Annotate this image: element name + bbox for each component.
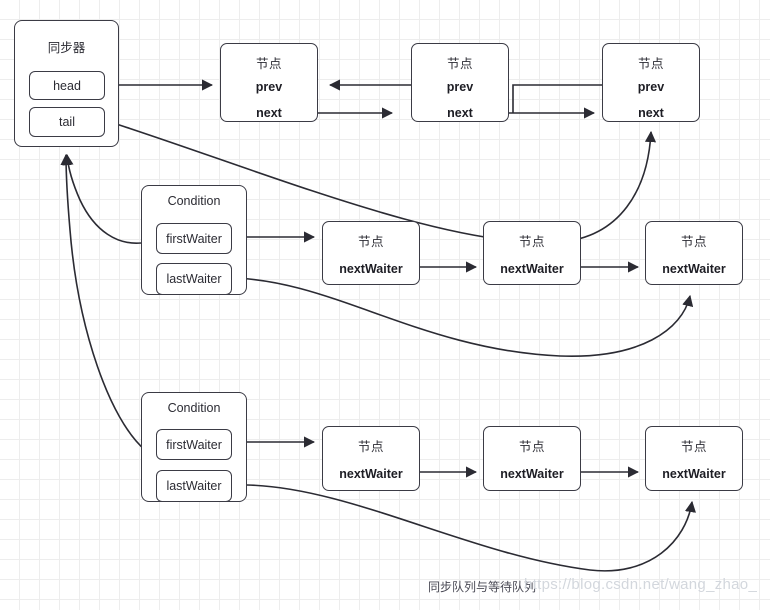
synchronizer-title: 同步器: [47, 41, 86, 55]
sync-node-1-prev: prev: [255, 80, 283, 94]
edge-cond1-to-synchronizer: [62, 153, 142, 244]
watermark-url: https://blog.csdn.net/wang_zhao_: [524, 576, 758, 593]
cond1-wait-node-3-nextwaiter: nextWaiter: [662, 262, 726, 276]
cond2-wait-node-2[interactable]: 节点 nextWaiter: [483, 426, 581, 491]
cond2-wait-node-1[interactable]: 节点 nextWaiter: [322, 426, 420, 491]
sync-node-2-title: 节点: [446, 57, 473, 71]
cond2-wait-node-3[interactable]: 节点 nextWaiter: [645, 426, 743, 491]
sync-node-1-next: next: [256, 106, 282, 120]
condition-1-field-firstwaiter[interactable]: firstWaiter: [156, 223, 232, 254]
synchronizer-field-head[interactable]: head: [29, 71, 105, 100]
cond2-wait-node-3-title: 节点: [680, 440, 707, 454]
cond1-wait-node-2-title: 节点: [518, 235, 545, 249]
sync-node-3-prev: prev: [637, 80, 665, 94]
diagram-caption: 同步队列与等待队列: [428, 580, 537, 594]
condition-1-title: Condition: [167, 194, 221, 208]
sync-node-1-title: 节点: [255, 57, 282, 71]
sync-node-1[interactable]: 节点 prev next: [220, 43, 318, 122]
cond2-wait-node-2-nextwaiter: nextWaiter: [500, 467, 564, 481]
cond1-wait-node-1[interactable]: 节点 nextWaiter: [322, 221, 420, 285]
condition-1-field-lastwaiter[interactable]: lastWaiter: [156, 263, 232, 295]
cond1-wait-node-1-nextwaiter: nextWaiter: [339, 262, 403, 276]
cond2-wait-node-1-nextwaiter: nextWaiter: [339, 467, 403, 481]
condition-2-field-firstwaiter[interactable]: firstWaiter: [156, 429, 232, 460]
cond1-wait-node-2[interactable]: 节点 nextWaiter: [483, 221, 581, 285]
sync-node-2-prev: prev: [446, 80, 474, 94]
condition-2-box[interactable]: Condition firstWaiter lastWaiter: [141, 392, 247, 502]
synchronizer-box[interactable]: 同步器 head tail: [14, 20, 119, 147]
condition-1-box[interactable]: Condition firstWaiter lastWaiter: [141, 185, 247, 295]
cond1-wait-node-2-nextwaiter: nextWaiter: [500, 262, 564, 276]
cond2-wait-node-3-nextwaiter: nextWaiter: [662, 467, 726, 481]
edge-cond2-to-synchronizer: [60, 153, 146, 451]
sync-node-2-next: next: [447, 106, 473, 120]
edge-cond1-lastwaiter-to-waitnode3: [227, 277, 694, 357]
cond2-wait-node-2-title: 节点: [518, 440, 545, 454]
sync-node-3-next: next: [638, 106, 664, 120]
sync-node-3[interactable]: 节点 prev next: [602, 43, 700, 122]
sync-node-2[interactable]: 节点 prev next: [411, 43, 509, 122]
synchronizer-field-tail[interactable]: tail: [29, 107, 105, 137]
cond1-wait-node-3[interactable]: 节点 nextWaiter: [645, 221, 743, 285]
cond1-wait-node-3-title: 节点: [680, 235, 707, 249]
cond2-wait-node-1-title: 节点: [357, 440, 384, 454]
condition-2-field-lastwaiter[interactable]: lastWaiter: [156, 470, 232, 502]
sync-node-3-title: 节点: [637, 57, 664, 71]
edge-cond2-lastwaiter-to-waitnode3: [246, 484, 696, 572]
cond1-wait-node-1-title: 节点: [357, 235, 384, 249]
condition-2-title: Condition: [167, 401, 221, 415]
